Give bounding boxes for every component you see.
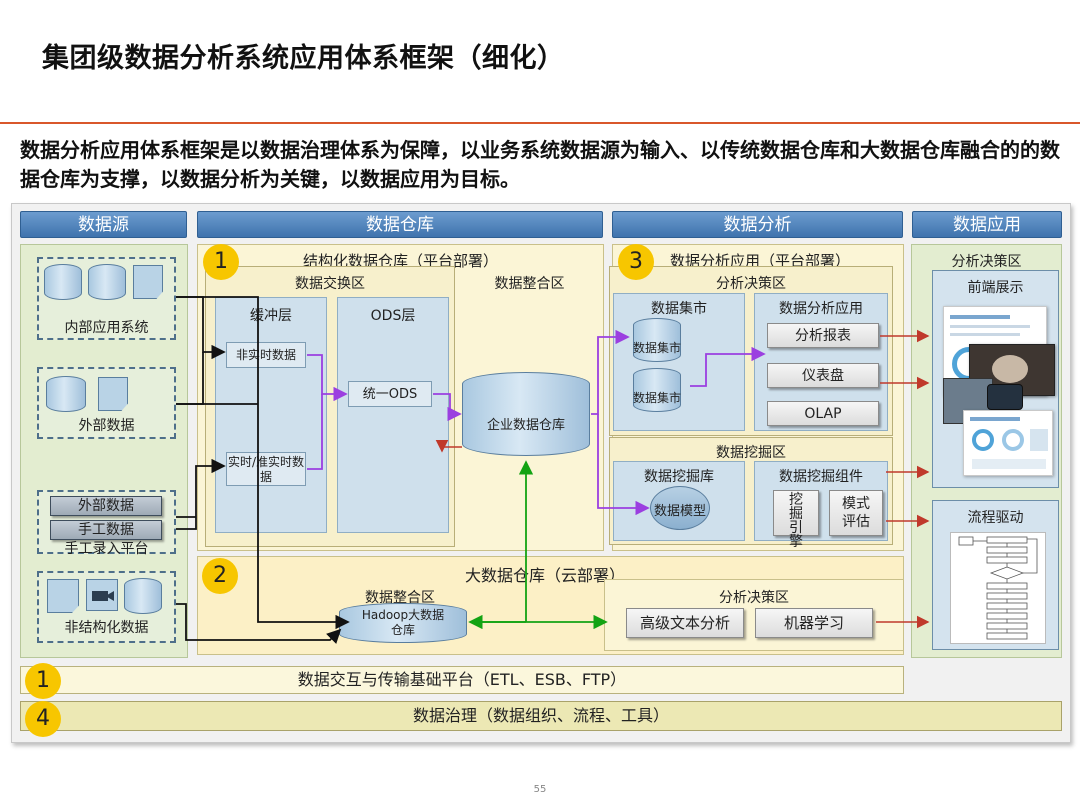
report-box: 分析报表 [767, 323, 879, 348]
hadoop-label: Hadoop大数据仓库 [361, 608, 445, 637]
mining-zone-label: 数据挖掘区 [716, 445, 786, 461]
header-data-application: 数据应用 [912, 211, 1062, 238]
badge-1: 1 [203, 244, 239, 280]
internal-systems-label: 内部应用系统 [64, 320, 149, 336]
title-divider [0, 122, 1080, 124]
document-icon [133, 265, 163, 299]
realtime-data-box: 实时/准实时数据 [226, 452, 306, 486]
buffer-layer [215, 297, 327, 533]
olap-box: OLAP [767, 401, 879, 426]
database-icon [124, 578, 162, 614]
data-model-label: 数据模型 [653, 504, 706, 519]
enterprise-dw-cylinder [462, 372, 590, 456]
integration-zone-label: 数据整合区 [494, 276, 565, 292]
page-number: 55 [533, 784, 547, 795]
analysis-app-label: 数据分析应用 [779, 301, 863, 317]
bigdata-warehouse-title: 大数据仓库（云部署） [464, 566, 625, 585]
page-description: 数据分析应用体系框架是以数据治理体系为保障，以业务系统数据源为输入、以传统数据仓… [20, 138, 1060, 191]
external-data-label: 外部数据 [78, 418, 135, 434]
data-mart-1-label: 数据集市 [632, 341, 681, 355]
manual-external-data-box: 外部数据 [50, 496, 162, 516]
page-title: 集团级数据分析系统应用体系框架（细化） [42, 43, 565, 74]
data-mart-cylinder [633, 368, 681, 412]
database-icon [88, 264, 126, 300]
structured-warehouse-title: 结构化数据仓库（平台部署） [302, 252, 498, 270]
non-realtime-data-box: 非实时数据 [226, 342, 306, 368]
dashboard-box: 仪表盘 [767, 363, 879, 388]
data-mart-cylinder [633, 318, 681, 362]
manual-platform-label: 手工录入平台 [64, 541, 149, 557]
flowchart-thumbnail-image [950, 532, 1046, 644]
bigdata-integration-label: 数据整合区 [365, 590, 435, 606]
unified-ods-box: 统一ODS [348, 381, 432, 407]
ods-layer [337, 297, 449, 533]
data-mart-label: 数据集市 [651, 301, 707, 317]
data-model-ellipse [650, 486, 710, 530]
database-icon [44, 264, 82, 300]
header-data-analysis: 数据分析 [612, 211, 903, 238]
ods-layer-label: ODS层 [370, 308, 416, 324]
manual-data-box: 手工数据 [50, 520, 162, 540]
pattern-evaluation-box: 模式评估 [829, 490, 883, 536]
frontend-display-label: 前端展示 [967, 280, 1024, 296]
mining-component-label: 数据挖掘组件 [779, 469, 863, 485]
header-data-source: 数据源 [20, 211, 187, 238]
unstructured-data-label: 非结构化数据 [64, 620, 149, 636]
transfer-platform-bar: 数据交互与传输基础平台（ETL、ESB、FTP） [20, 666, 904, 694]
machine-learning-box: 机器学习 [755, 608, 873, 638]
hadoop-cylinder [339, 603, 467, 643]
document-icon [47, 579, 79, 613]
database-icon [46, 376, 86, 412]
buffer-layer-label: 缓冲层 [250, 308, 292, 324]
badge-3: 3 [618, 244, 654, 280]
video-camera-icon [86, 579, 118, 611]
badge-1-transfer: 1 [25, 663, 61, 699]
governance-bar: 数据治理（数据组织、流程、工具） [20, 701, 1062, 731]
text-analysis-box: 高级文本分析 [626, 608, 744, 638]
exchange-zone-label: 数据交换区 [295, 276, 365, 292]
bigdata-decision-label: 分析决策区 [719, 590, 789, 606]
dashboard-screenshots-image [943, 306, 1055, 476]
process-driven-label: 流程驱动 [967, 510, 1024, 526]
document-icon [98, 377, 128, 411]
analysis-app-title: 数据分析应用（平台部署） [669, 252, 850, 270]
badge-4: 4 [25, 701, 61, 737]
mining-engine-box: 挖掘引擎 [773, 490, 819, 549]
data-mart-2-label: 数据集市 [632, 391, 681, 405]
header-data-warehouse: 数据仓库 [197, 211, 603, 238]
mining-library-label: 数据挖掘库 [644, 469, 714, 485]
app-decision-label: 分析决策区 [951, 254, 1022, 270]
analysis-decision-label: 分析决策区 [716, 276, 786, 292]
enterprise-dw-label: 企业数据仓库 [486, 418, 565, 433]
badge-2: 2 [202, 558, 238, 594]
